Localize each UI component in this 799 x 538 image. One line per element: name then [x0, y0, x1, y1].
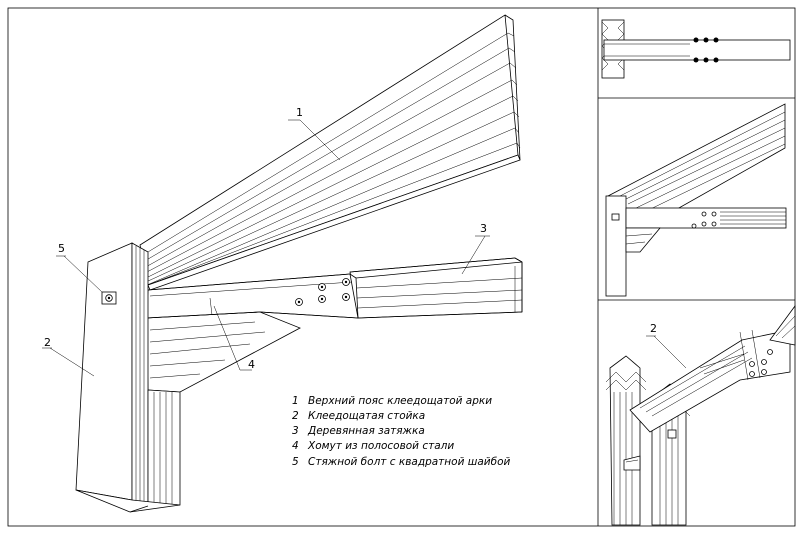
detail-bolts	[749, 349, 773, 377]
glued-column	[75, 242, 181, 513]
legend-text-1: Верхний пояс клеедощатой арки	[308, 395, 492, 407]
callout-3: 3	[480, 222, 487, 235]
legend-text-4: Хомут из полосовой стали	[307, 440, 454, 452]
legend-num-3: 3	[292, 425, 299, 437]
strap-bolts	[295, 278, 350, 306]
leader-lines	[42, 119, 490, 377]
plan-view	[601, 19, 791, 79]
callout-5: 5	[58, 242, 65, 255]
arch-lower-body	[145, 311, 301, 393]
callout-1: 1	[296, 106, 303, 119]
wooden-tie	[349, 257, 523, 319]
legend-text-3: Деревянная затяжка	[307, 425, 425, 437]
square-washer-bolt	[101, 291, 117, 305]
elevation-view	[605, 103, 787, 297]
legend-text-2: Клеедощатая стойка	[308, 410, 425, 422]
legend-text-5: Стяжной болт с квадратной шайбой	[308, 456, 511, 468]
legend-num-2: 2	[292, 410, 299, 422]
legend: 1 Верхний пояс клеедощатой арки 2 Клеедо…	[292, 395, 511, 468]
legend-num-5: 5	[292, 456, 299, 468]
main-view: 1 3 4 5 2 1 Верхний пояс клеедощатой арк…	[42, 14, 523, 513]
sheet-frame	[7, 7, 796, 527]
detail-callout-2: 2	[650, 322, 657, 335]
callout-2: 2	[44, 336, 51, 349]
plan-bolts	[693, 37, 719, 63]
elevation-bolts	[691, 211, 717, 229]
detail-view: 2	[605, 304, 796, 526]
arch-upper-chord	[139, 14, 521, 291]
legend-num-4: 4	[292, 440, 299, 452]
legend-num-1: 1	[292, 395, 299, 407]
callout-4: 4	[248, 358, 255, 371]
